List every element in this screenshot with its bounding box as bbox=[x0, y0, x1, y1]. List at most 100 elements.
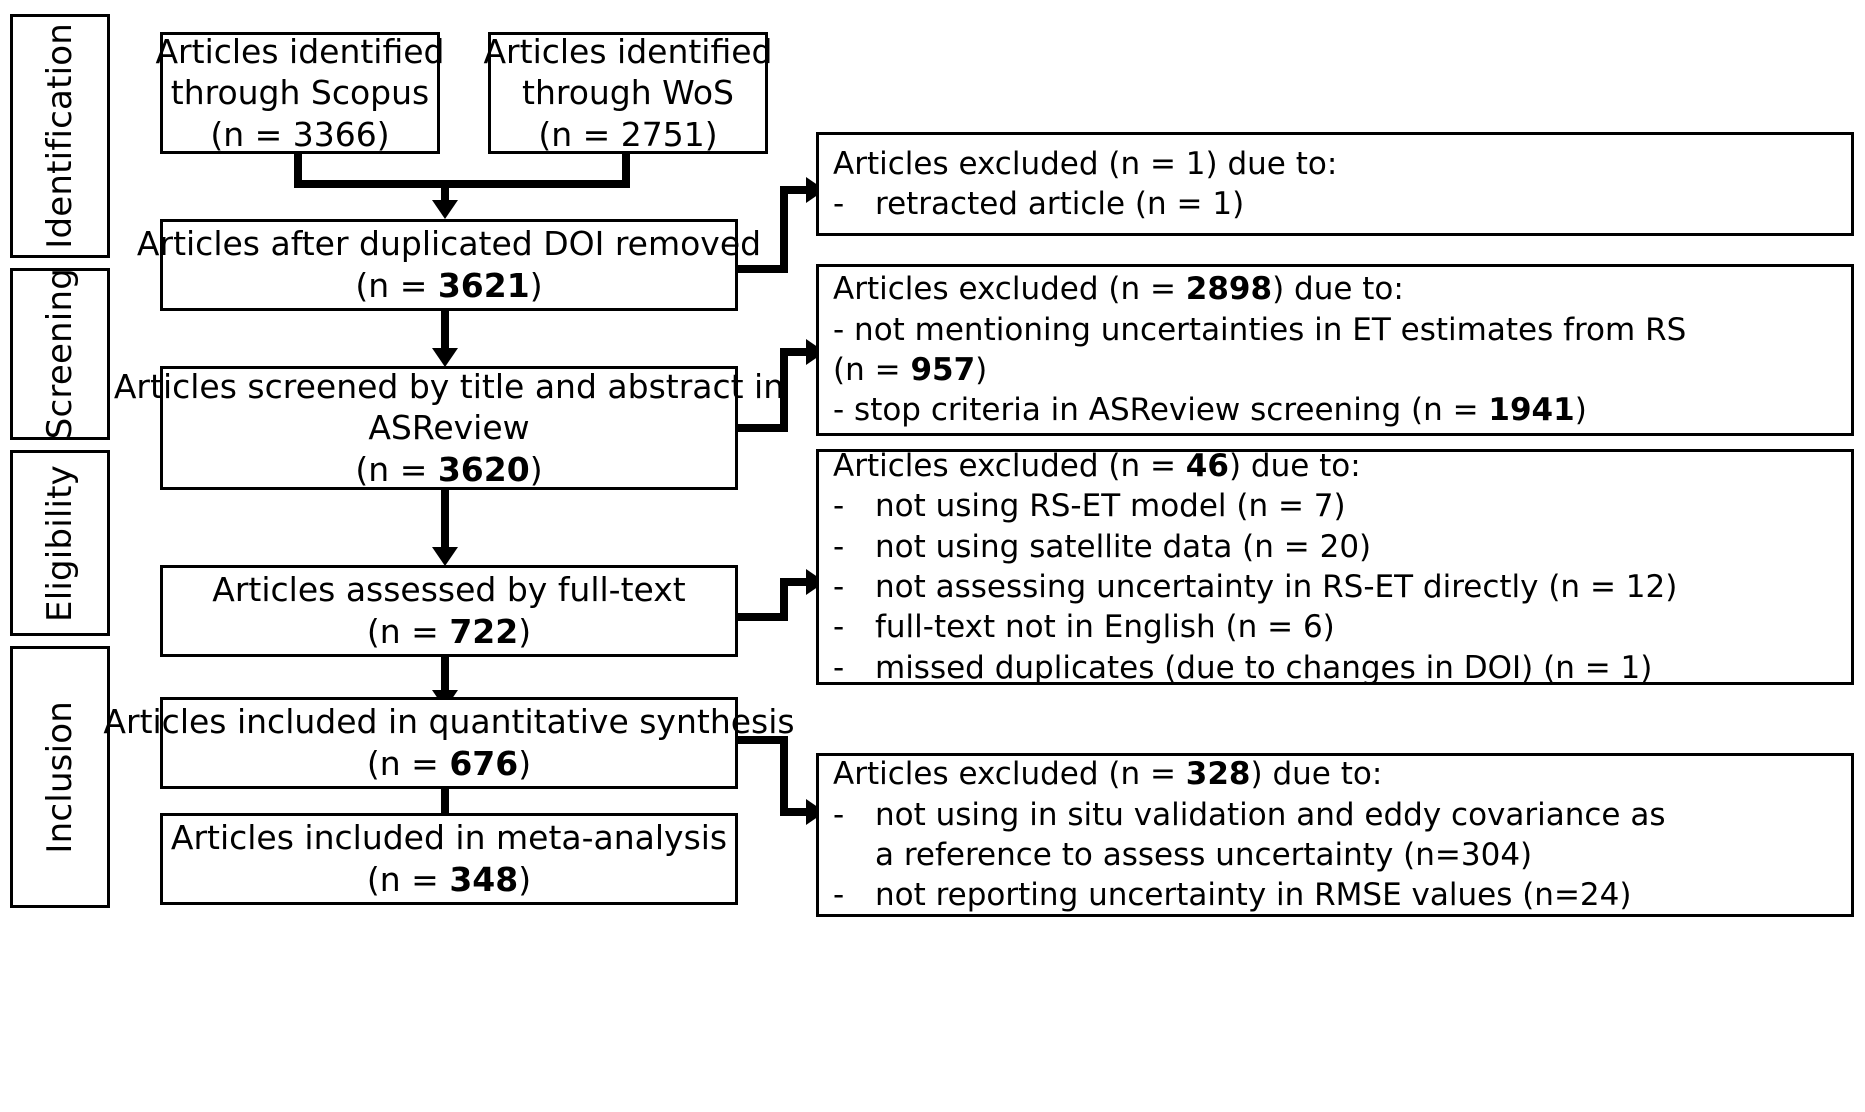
flow-dedup-count-suffix: ) bbox=[529, 266, 543, 305]
exclusion-screening-line-2-suffix: ) bbox=[975, 352, 988, 388]
flow-quantitative-line1: Articles included in quantitative synthe… bbox=[103, 702, 795, 742]
flow-box-meta: Articles included in meta-analysis (n = … bbox=[160, 813, 738, 905]
source-wos-count: (n = 2751) bbox=[538, 114, 718, 154]
flow-screened-line1: Articles screened by title and abstract … bbox=[113, 366, 785, 406]
exclusion-bullet-dash: - bbox=[833, 609, 845, 646]
connector-quantitative-excl-horizontal bbox=[738, 736, 788, 744]
arrow-into-fulltext bbox=[432, 547, 458, 566]
flow-screened-line2: ASReview bbox=[368, 408, 530, 448]
exclusion-screening-line-2-count: 957 bbox=[910, 352, 976, 388]
connector-dedup-excl-horizontal bbox=[738, 265, 788, 273]
flow-box-fulltext: Articles assessed by full-text (n = 722) bbox=[160, 565, 738, 657]
flow-box-dedup: Articles after duplicated DOI removed (n… bbox=[137, 219, 761, 311]
exclusion-eligibility-item-4-text: full-text not in English (n = 6) bbox=[875, 609, 1335, 646]
flow-quantitative-count-prefix: (n = bbox=[366, 744, 450, 783]
flow-meta-count-value: 348 bbox=[449, 860, 519, 899]
stage-box-identification: Identification bbox=[10, 14, 110, 258]
connector-quantitative-to-meta bbox=[441, 789, 449, 828]
exclusion-box-inclusion: Articles excluded (n = 328) due to: - no… bbox=[816, 753, 1854, 917]
source-wos-line2: through WoS bbox=[522, 73, 734, 113]
exclusion-screening-line-2-prefix: (n = bbox=[833, 352, 911, 388]
flow-quantitative-count: (n = 676) bbox=[367, 743, 531, 785]
connector-wos-stem bbox=[622, 154, 630, 186]
flow-fulltext-line1: Articles assessed by full-text bbox=[212, 570, 686, 610]
stage-label-eligibility: Eligibility bbox=[40, 464, 80, 622]
exclusion-screening-head-prefix: Articles excluded (n = bbox=[833, 271, 1186, 308]
exclusion-box-eligibility: Articles excluded (n = 46) due to: - not… bbox=[816, 446, 1854, 686]
flow-screened-count-value: 3620 bbox=[437, 449, 530, 489]
flow-meta-line1: Articles included in meta-analysis bbox=[170, 818, 728, 858]
source-scopus-line2: through Scopus bbox=[170, 73, 430, 113]
flow-quantitative-count-value: 676 bbox=[449, 744, 519, 783]
flow-screened-count-prefix: (n = bbox=[355, 449, 438, 489]
flow-fulltext-count-value: 722 bbox=[449, 612, 519, 651]
exclusion-eligibility-heading: Articles excluded (n = 46) due to: bbox=[833, 446, 1841, 486]
flow-screened-count-suffix: ) bbox=[529, 449, 543, 489]
source-scopus-line1: Articles identified bbox=[155, 31, 445, 71]
flow-fulltext-count-suffix: ) bbox=[518, 612, 532, 651]
exclusion-eligibility-item-3-text: not assessing uncertainty in RS-ET direc… bbox=[875, 569, 1678, 605]
exclusion-eligibility-item-2: - not using satellite data (n = 20) bbox=[833, 527, 1841, 567]
exclusion-eligibility-head-suffix: ) due to: bbox=[1228, 448, 1361, 485]
exclusion-screening-heading: Articles excluded (n = 2898) due to: bbox=[833, 269, 1841, 309]
exclusion-box-screening: Articles excluded (n = 2898) due to: - n… bbox=[816, 264, 1854, 436]
flow-box-quantitative: Articles included in quantitative synthe… bbox=[103, 697, 795, 789]
exclusion-eligibility-head-count: 46 bbox=[1185, 448, 1229, 485]
source-scopus-count: (n = 3366) bbox=[210, 114, 390, 154]
connector-fulltext-excl-arm bbox=[780, 578, 814, 586]
exclusion-inclusion-head-count: 328 bbox=[1185, 756, 1251, 793]
exclusion-bullet-dash: - bbox=[833, 186, 845, 222]
exclusion-inclusion-head-prefix: Articles excluded (n = bbox=[833, 756, 1186, 793]
connector-quantitative-excl-vertical bbox=[780, 736, 788, 816]
connector-screened-excl-arm bbox=[780, 348, 814, 356]
flow-meta-count-prefix: (n = bbox=[366, 860, 450, 899]
exclusion-retracted-head-prefix: Articles excluded (n = bbox=[833, 145, 1186, 182]
flow-fulltext-count: (n = 722) bbox=[367, 611, 531, 653]
connector-fulltext-excl-vertical bbox=[780, 578, 788, 621]
exclusion-retracted-head-count: 1 bbox=[1185, 145, 1206, 182]
arrow-into-screened bbox=[432, 348, 458, 367]
flow-fulltext-count-prefix: (n = bbox=[366, 612, 450, 651]
exclusion-bullet-dash: - bbox=[833, 796, 845, 833]
exclusion-screening-line-3-count: 1941 bbox=[1488, 392, 1575, 429]
exclusion-eligibility-head-prefix: Articles excluded (n = bbox=[833, 448, 1186, 485]
source-box-wos: Articles identified through WoS (n = 275… bbox=[483, 32, 773, 154]
flow-dedup-line1: Articles after duplicated DOI removed bbox=[136, 224, 762, 264]
stage-box-eligibility: Eligibility bbox=[10, 450, 110, 636]
exclusion-bullet-dash: - bbox=[833, 569, 845, 605]
exclusion-inclusion-item-2: - not reporting uncertainty in RMSE valu… bbox=[833, 875, 1841, 915]
stage-label-identification: Identification bbox=[40, 23, 80, 249]
exclusion-bullet-dash: - bbox=[833, 649, 845, 686]
exclusion-inclusion-item-1-continuation: a reference to assess uncertainty (n=304… bbox=[875, 837, 1533, 873]
exclusion-inclusion-item-1-text: not using in situ validation and eddy co… bbox=[875, 796, 1666, 833]
connector-merge-horizontal bbox=[294, 180, 630, 188]
exclusion-eligibility-item-3: - not assessing uncertainty in RS-ET dir… bbox=[833, 567, 1841, 607]
exclusion-retracted-item-text: retracted article (n = 1) bbox=[875, 186, 1245, 222]
source-wos-line1: Articles identified bbox=[483, 31, 773, 71]
exclusion-box-retracted: Articles excluded (n = 1) due to: - retr… bbox=[816, 132, 1854, 236]
exclusion-retracted-item: - retracted article (n = 1) bbox=[833, 184, 1841, 224]
stage-label-screening: Screening bbox=[40, 268, 80, 440]
exclusion-inclusion-item-2-text: not reporting uncertainty in RMSE values… bbox=[875, 877, 1632, 914]
flow-dedup-count-prefix: (n = bbox=[355, 266, 438, 305]
arrow-into-dedup bbox=[432, 200, 458, 219]
exclusion-eligibility-item-1: - not using RS-ET model (n = 7) bbox=[833, 486, 1841, 526]
connector-screened-excl-vertical bbox=[780, 348, 788, 432]
exclusion-screening-line-3-prefix: - stop criteria in ASReview screening (n… bbox=[833, 392, 1489, 429]
flow-dedup-count-value: 3621 bbox=[437, 266, 530, 305]
exclusion-screening-line-1: - not mentioning uncertainties in ET est… bbox=[833, 310, 1841, 350]
connector-screened-to-fulltext bbox=[441, 490, 449, 553]
connector-screened-excl-horizontal bbox=[738, 424, 788, 432]
exclusion-retracted-head-suffix: ) due to: bbox=[1205, 145, 1338, 182]
exclusion-eligibility-item-5-text: missed duplicates (due to changes in DOI… bbox=[875, 649, 1653, 686]
exclusion-eligibility-item-4: - full-text not in English (n = 6) bbox=[833, 607, 1841, 647]
flow-screened-count: (n = 3620) bbox=[355, 449, 542, 491]
connector-dedup-excl-arm bbox=[780, 186, 814, 194]
exclusion-screening-line-1-text: - not mentioning uncertainties in ET est… bbox=[833, 311, 1687, 348]
connector-scopus-stem bbox=[294, 154, 302, 186]
connector-dedup-to-screened bbox=[441, 311, 449, 354]
source-box-scopus: Articles identified through Scopus (n = … bbox=[155, 32, 445, 154]
exclusion-inclusion-head-suffix: ) due to: bbox=[1250, 756, 1383, 793]
exclusion-inclusion-item-1: - not using in situ validation and eddy … bbox=[833, 795, 1841, 835]
